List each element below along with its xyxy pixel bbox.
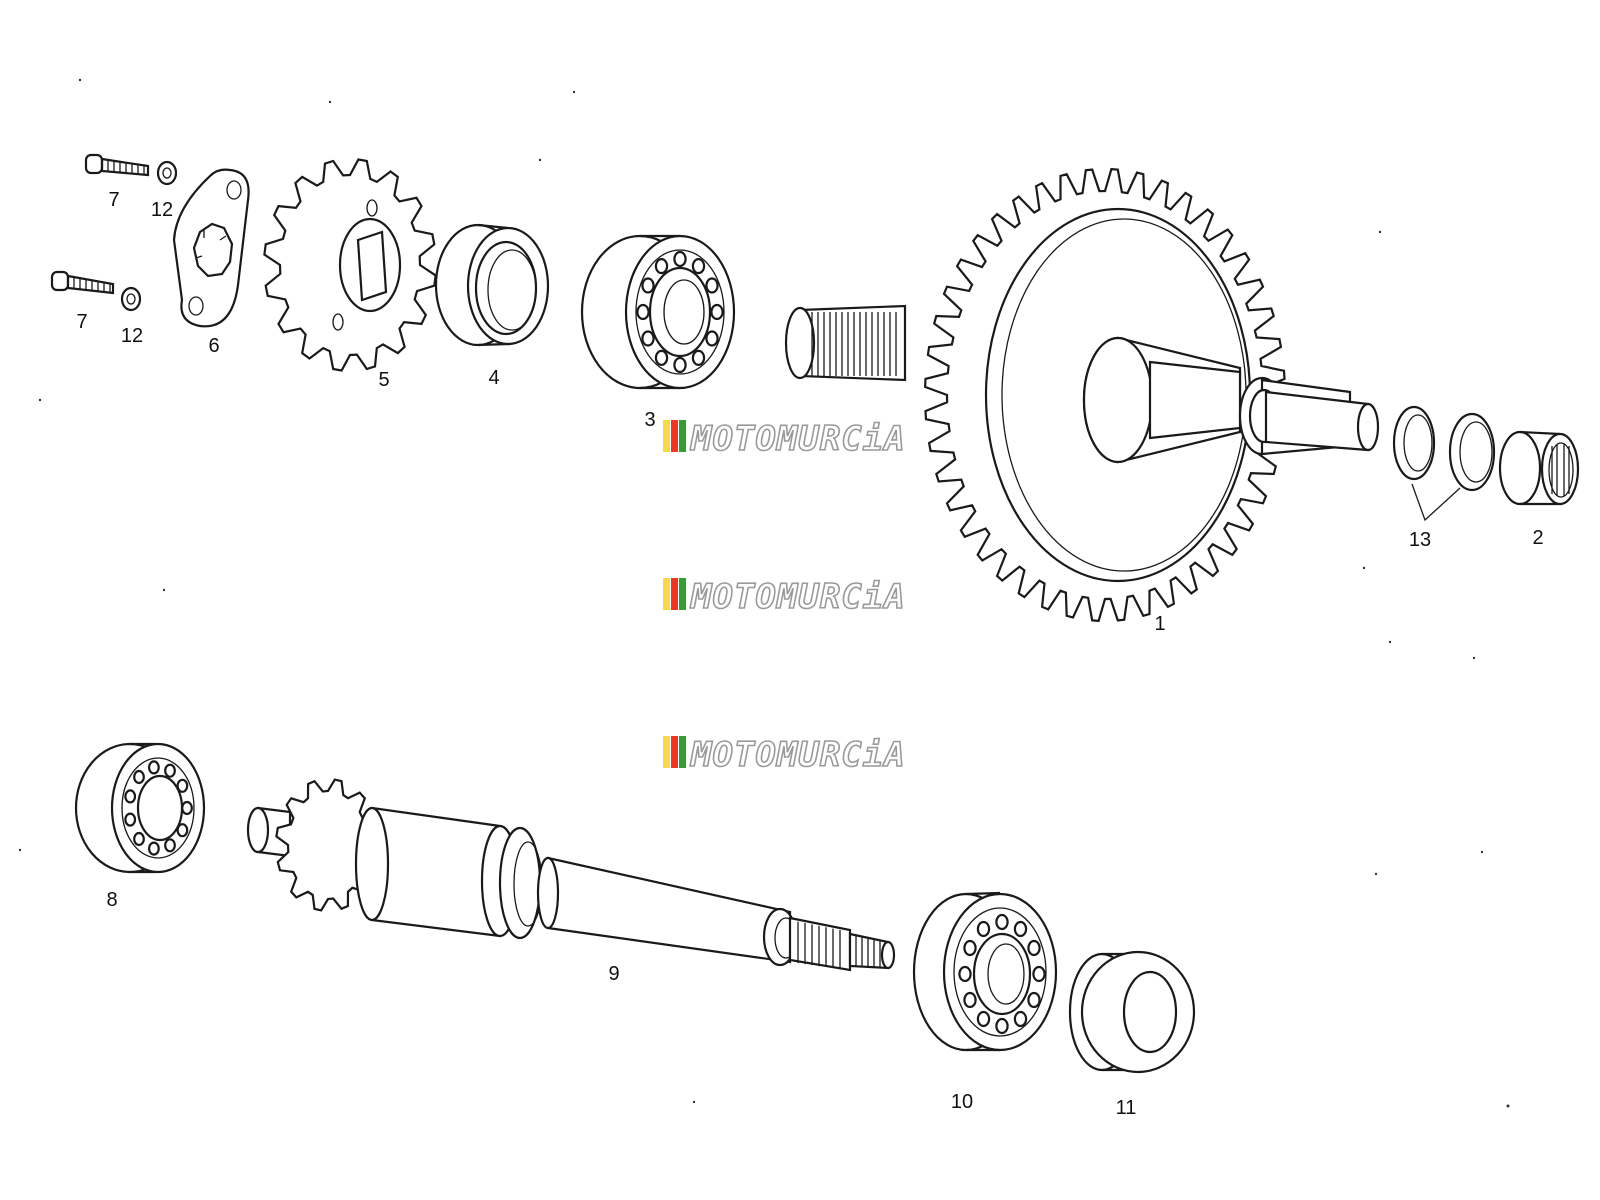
gear-shaft-icon — [784, 167, 1380, 623]
bearing-ball — [164, 838, 176, 853]
bearing-ball — [958, 965, 972, 983]
bearing-ball — [963, 939, 977, 957]
bearing-ball — [654, 258, 669, 275]
bearing-ball — [1013, 1010, 1028, 1028]
bearing-ball — [181, 800, 193, 816]
primary-shaft-icon — [246, 778, 896, 972]
bearing-ball — [147, 760, 160, 775]
callout-4: 4 — [488, 367, 499, 389]
scan-specks — [18, 78, 1510, 1108]
ball-bearing-icon — [912, 891, 1058, 1052]
bolt-icon — [84, 153, 150, 177]
watermark-text: MOTOMURCiA — [690, 735, 906, 775]
watermark: MOTOMURCiA — [663, 576, 906, 618]
bearing-ball — [654, 349, 669, 366]
callout-7-top: 7 — [108, 189, 119, 211]
bearing-ball — [995, 1017, 1009, 1035]
watermark-stripe-yellow — [663, 736, 670, 768]
bearing-ball — [1027, 991, 1041, 1009]
watermark-stripe-yellow — [663, 420, 670, 452]
bearing-ball — [976, 1010, 991, 1028]
watermark-stripe-green — [679, 578, 686, 610]
bearing-ball — [636, 303, 650, 321]
spacer-ring-icon — [1392, 405, 1436, 481]
watermark-text: MOTOMURCiA — [690, 577, 906, 617]
callout-10: 10 — [951, 1091, 973, 1113]
watermark-stripe-yellow — [663, 578, 670, 610]
watermark-stripe-red — [671, 420, 678, 452]
watermark-stripe-green — [679, 420, 686, 452]
callout-1: 1 — [1154, 613, 1165, 635]
bearing-ball — [673, 250, 687, 268]
spacer-ring-icon — [1448, 412, 1496, 492]
sprocket-icon — [263, 158, 437, 372]
bearing-ball — [164, 763, 176, 778]
callout-9: 9 — [608, 963, 619, 985]
bearing-ball — [641, 277, 655, 294]
bearing-ball — [1032, 965, 1046, 983]
bearing-ball — [976, 920, 991, 938]
bearing-ball — [124, 789, 137, 804]
oil-seal-icon — [1068, 950, 1196, 1074]
watermark: MOTOMURCiA — [663, 418, 906, 460]
watermark-stripe-red — [671, 578, 678, 610]
watermark-text: MOTOMURCiA — [690, 419, 906, 459]
bearing-ball — [133, 769, 145, 785]
callout-3: 3 — [644, 409, 655, 431]
callout-5: 5 — [378, 369, 389, 391]
bearing-ball — [995, 913, 1009, 931]
washer-icon — [120, 286, 142, 312]
bearing-ball — [705, 277, 719, 294]
washer-icon — [156, 160, 178, 186]
bearing-ball — [1027, 939, 1041, 957]
callout-13: 13 — [1409, 529, 1431, 551]
bearing-ball — [691, 258, 706, 275]
bearing-ball — [147, 841, 160, 856]
callout-labels: 1 2 3 4 5 6 7 7 8 9 10 11 12 12 13 — [76, 189, 1543, 1119]
callout-12-bottom: 12 — [121, 325, 143, 347]
needle-bearing-icon — [1498, 430, 1580, 506]
bearing-ball — [176, 778, 189, 793]
bolt-icon — [50, 270, 115, 295]
callout-2: 2 — [1532, 527, 1543, 549]
bearing-ball — [176, 823, 189, 838]
callout-12-top: 12 — [151, 199, 173, 221]
bearing-ball — [641, 330, 655, 347]
callout-6: 6 — [208, 335, 219, 357]
bearing-ball — [963, 991, 977, 1009]
bearing-ball — [1013, 920, 1028, 938]
ball-bearing-icon — [580, 234, 736, 390]
callout-7-bottom: 7 — [76, 311, 87, 333]
bearing-ball — [133, 831, 145, 847]
lock-plate-icon — [172, 168, 250, 328]
watermark-stripe-green — [679, 736, 686, 768]
bearing-ball — [673, 356, 687, 374]
bearing-ball — [691, 349, 706, 366]
bearing-ball — [705, 330, 719, 347]
ball-bearing-icon — [74, 742, 206, 874]
bearing-ball — [710, 303, 724, 321]
watermark: MOTOMURCiA — [663, 734, 906, 776]
oil-seal-icon — [434, 223, 550, 347]
watermark-stripe-red — [671, 736, 678, 768]
bearing-ball — [124, 812, 137, 827]
callout-8: 8 — [106, 889, 117, 911]
callout-11: 11 — [1116, 1097, 1137, 1119]
leader-line — [1411, 483, 1461, 522]
